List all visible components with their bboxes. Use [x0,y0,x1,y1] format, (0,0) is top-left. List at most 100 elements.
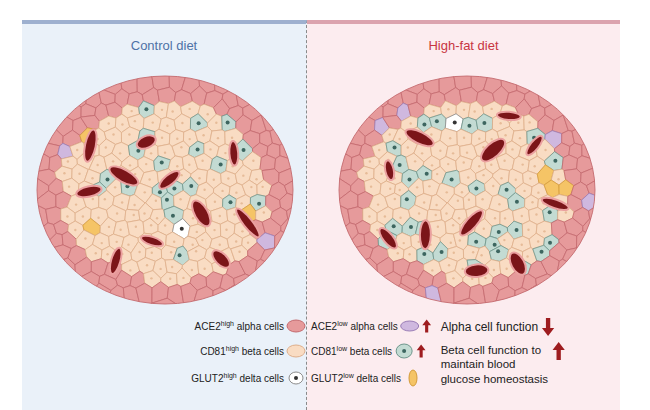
alpha-cell [144,298,188,314]
blood-vessel [107,163,141,189]
cell-nucleus [261,186,263,188]
cell-nucleus [107,122,109,124]
cell-nucleus [439,150,441,152]
alpha-cell [516,66,550,94]
cell-nucleus [515,228,519,232]
cell-nucleus [544,149,546,151]
cell-nucleus [75,203,77,205]
cell-nucleus [449,137,451,139]
alpha-cell-icon [287,320,305,332]
cell-nucleus [543,230,545,232]
alpha-cell [378,283,413,314]
cell-nucleus [384,215,386,217]
cell-nucleus [428,185,430,187]
cell-nucleus [496,249,500,253]
alpha-cell [541,256,559,278]
superscript: high [224,372,237,379]
cell-nucleus [221,190,223,192]
cell-nucleus [238,250,240,252]
cell-nucleus [164,151,166,153]
alpha-cell [545,92,575,120]
beta-cell [496,153,514,170]
alpha-cell [27,144,50,173]
cell-nucleus [472,251,474,253]
cell-nucleus [82,215,84,217]
blood-vessel [420,220,431,249]
cell-nucleus [440,250,444,254]
panel-heading: Control diet [22,24,306,53]
alpha-cell [563,248,605,282]
cell-nucleus [108,226,110,228]
cell-nucleus [461,268,463,270]
cell-nucleus [437,226,439,228]
blood-vessel [229,141,239,166]
cell-nucleus [482,174,484,176]
blood-vessel [477,135,509,165]
alpha-cell [234,274,277,314]
cell-nucleus [252,160,254,162]
legend-text: ACE2low alpha cells [311,321,398,332]
alpha-cell [589,201,605,224]
cell-nucleus [505,267,507,269]
cell-nucleus [453,252,455,254]
cell-nucleus [78,173,80,175]
cell-nucleus [255,178,257,180]
islet-cells [27,66,303,314]
cell-nucleus [448,264,450,266]
cell-nucleus [76,149,78,151]
cell-nucleus [240,202,242,204]
cell-name: alpha cells [348,321,398,332]
blood-vessel [540,195,570,212]
cell-nucleus [432,110,434,112]
alpha-cell [329,66,392,107]
alpha-cell [239,256,257,278]
cell-nucleus [515,200,519,204]
cell-nucleus [250,186,252,188]
cell-nucleus [447,108,449,110]
cell-nucleus [133,214,135,216]
cell-nucleus [548,241,552,245]
cell-nucleus [435,204,437,206]
beta-cell [194,153,212,170]
marker-name: CD81 [311,346,337,357]
cell-nucleus [365,172,367,174]
cell-nucleus [213,229,215,231]
cell-nucleus [219,244,221,246]
cell-nucleus [74,229,76,231]
cell-nucleus [498,203,500,205]
cell-nucleus [380,173,382,175]
cell-nucleus [537,240,539,242]
cell-nucleus [478,165,480,167]
cell-nucleus [209,148,211,150]
cell-nucleus [170,251,172,253]
alpha-cell [452,66,471,90]
cell-nucleus [95,252,97,254]
cell-nucleus [399,216,401,218]
cell-nucleus [247,241,249,243]
cell-nucleus [457,200,459,202]
cell-nucleus [504,134,506,136]
cell-nucleus [453,121,457,125]
islet-outline [339,76,595,304]
cell-nucleus [463,109,465,111]
cell-nucleus [224,152,226,154]
cell-nucleus [116,212,118,214]
decrease-arrow [542,318,554,336]
cell-nucleus [91,177,93,179]
blood-vessel [188,198,214,230]
marker-name: GLUT2 [191,373,223,384]
cell-nucleus [263,211,265,213]
cell-nucleus [150,277,152,279]
cell-nucleus [483,228,485,230]
cell-nucleus [146,264,148,266]
cell-nucleus [378,149,380,151]
cell-nucleus [171,214,175,218]
cell-nucleus [92,198,94,200]
cell-nucleus [158,190,162,194]
alpha-cell [27,258,76,314]
cell-nucleus [446,191,448,193]
cell-nucleus [425,172,429,176]
cell-nucleus [503,239,505,241]
alpha-cell [537,66,598,108]
